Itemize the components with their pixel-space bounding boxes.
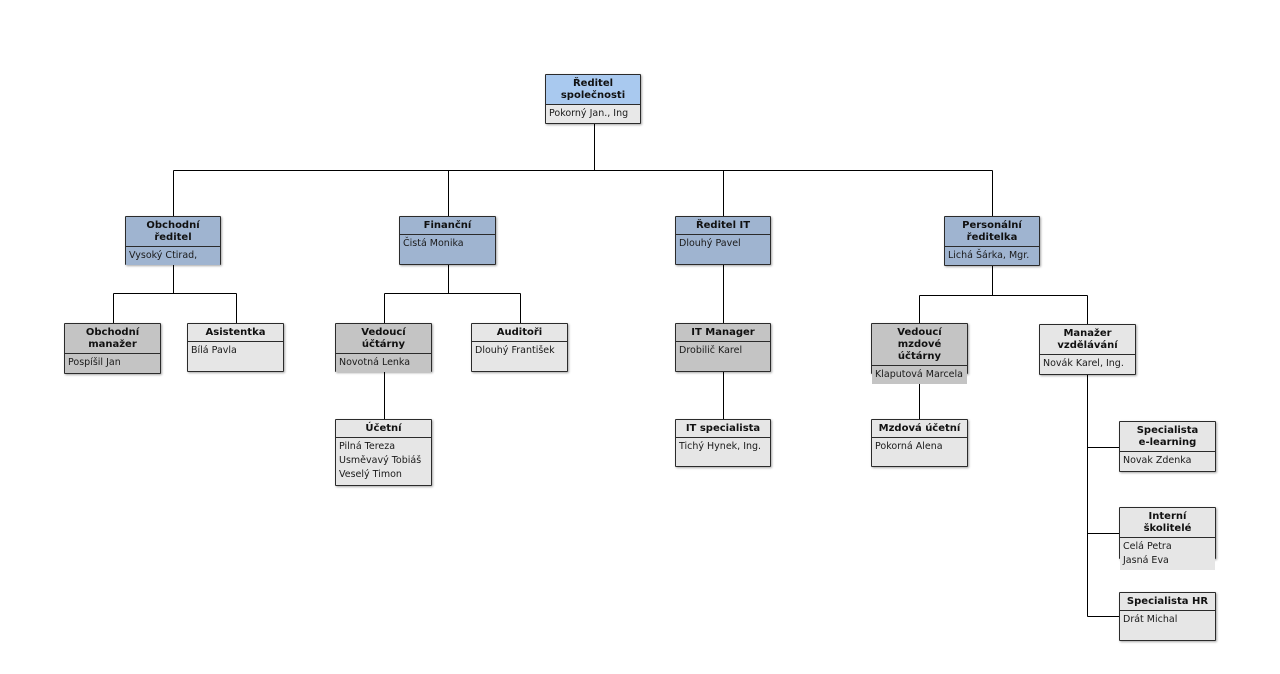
node-title: Interní školitelé — [1120, 508, 1215, 538]
node-trainers[interactable]: Interní školitelé Celá Petra Jasná Eva — [1119, 507, 1216, 570]
node-title: Obchodní manažer — [65, 324, 160, 354]
node-title: Personální ředitelka — [945, 217, 1039, 247]
node-person: Dlouhý František — [475, 345, 555, 356]
node-title: Specialista e-learning — [1120, 422, 1215, 452]
node-person: Lichá Šárka, Mgr. — [948, 250, 1030, 261]
node-person: Pilná Tereza — [339, 441, 396, 452]
node-title: Vedoucí mzdové účtárny — [872, 324, 967, 366]
node-finance[interactable]: Finanční Čistá Monika — [399, 216, 496, 265]
node-person: Vysoký Ctirad, — [129, 250, 198, 261]
node-person: Bílá Pavla — [191, 345, 237, 356]
node-title: Ředitel IT — [676, 217, 770, 235]
node-person: Pospíšil Jan — [68, 357, 121, 368]
connector-ceo-directors — [173, 123, 993, 216]
node-title: Obchodní ředitel — [126, 217, 220, 247]
node-person: Klaputová Marcela — [875, 369, 963, 380]
node-title: IT specialista — [676, 420, 770, 438]
node-accountants[interactable]: Účetní Pilná Tereza Usměvavý Tobiáš Vese… — [335, 419, 432, 486]
node-person: Pokorný Jan., Ing — [549, 108, 629, 119]
node-payroll-accountant[interactable]: Mzdová účetní Pokorná Alena — [871, 419, 968, 467]
node-chief-accountant[interactable]: Vedoucí účtárny Novotná Lenka — [335, 323, 432, 372]
node-person: Usměvavý Tobiáš — [339, 455, 422, 466]
node-person: Novak Zdenka — [1123, 455, 1192, 466]
connector-finance — [384, 264, 521, 419]
node-person: Dlouhý Pavel — [679, 238, 741, 249]
node-auditors[interactable]: Auditoři Dlouhý František — [471, 323, 568, 372]
connector-sales — [113, 264, 237, 323]
node-it-specialist[interactable]: IT specialista Tichý Hynek, Ing. — [675, 419, 771, 467]
node-hr-director[interactable]: Personální ředitelka Lichá Šárka, Mgr. — [944, 216, 1040, 266]
node-ceo[interactable]: Ředitel společnosti Pokorný Jan., Ing — [545, 74, 641, 124]
node-title: Manažer vzdělávání — [1040, 325, 1135, 355]
node-person: Pokorná Alena — [875, 441, 943, 452]
node-sales-director[interactable]: Obchodní ředitel Vysoký Ctirad, — [125, 216, 221, 265]
node-title: Finanční — [400, 217, 495, 235]
node-title: Asistentka — [188, 324, 283, 342]
node-person: Tichý Hynek, Ing. — [679, 441, 762, 452]
node-assistant[interactable]: Asistentka Bílá Pavla — [187, 323, 284, 372]
node-person: Jasná Eva — [1123, 555, 1169, 566]
node-hr-specialist[interactable]: Specialista HR Drát Michal — [1119, 592, 1216, 641]
node-title: Ředitel společnosti — [546, 75, 640, 105]
node-sales-manager[interactable]: Obchodní manažer Pospíšil Jan — [64, 323, 161, 374]
node-person: Čistá Monika — [403, 238, 464, 249]
node-person: Veselý Timon — [339, 469, 402, 480]
node-title: Specialista HR — [1120, 593, 1215, 611]
node-title: Účetní — [336, 420, 431, 438]
node-elearning[interactable]: Specialista e-learning Novak Zdenka — [1119, 421, 1216, 472]
node-title: Auditoři — [472, 324, 567, 342]
node-person: Novotná Lenka — [339, 357, 411, 368]
node-it-manager[interactable]: IT Manager Drobilič Karel — [675, 323, 771, 372]
connector-training — [1087, 374, 1120, 617]
node-title: IT Manager — [676, 324, 770, 342]
node-person: Novák Karel, Ing. — [1043, 358, 1124, 369]
connector-hr — [919, 265, 1088, 419]
node-payroll-head[interactable]: Vedoucí mzdové účtárny Klaputová Marcela — [871, 323, 968, 384]
node-training-manager[interactable]: Manažer vzdělávání Novák Karel, Ing. — [1039, 324, 1136, 375]
node-person: Celá Petra — [1123, 541, 1172, 552]
node-title: Mzdová účetní — [872, 420, 967, 438]
node-it-director[interactable]: Ředitel IT Dlouhý Pavel — [675, 216, 771, 265]
node-title: Vedoucí účtárny — [336, 324, 431, 354]
node-person: Drát Michal — [1123, 614, 1178, 625]
node-person: Drobilič Karel — [679, 345, 743, 356]
